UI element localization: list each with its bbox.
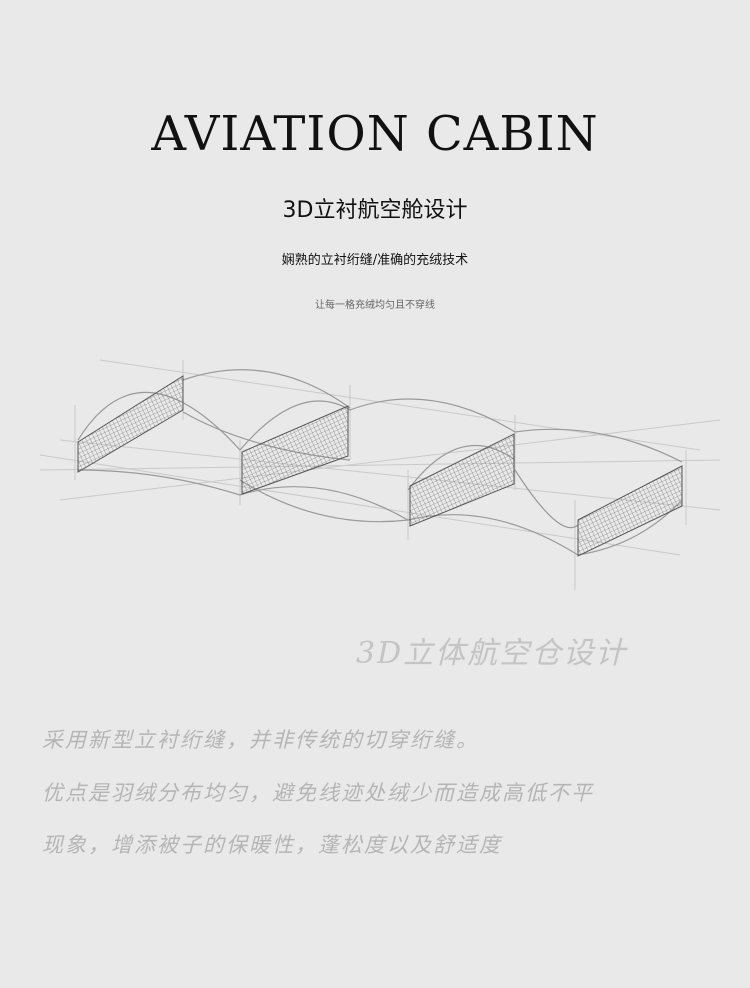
handwritten-title: 3D立体航空仓设计 [356,636,628,671]
page-subtitle: 3D立衬航空舱设计 [282,198,468,223]
construction-lines [39,359,721,590]
tagline: 娴熟的立衬绗缝/准确的充绒技术 [281,253,469,268]
cabin-sketch-illustration [39,359,721,590]
handwritten-line: 现象，增添被子的保暖性，蓬松度以及舒适度 [42,833,502,857]
note-text: 让每一格充绒均匀且不穿线 [315,300,435,311]
stitch-walls [77,375,683,557]
handwritten-line: 采用新型立衬绗缝，并非传统的切穿绗缝。 [42,728,479,752]
page-title: AVIATION CABIN [151,106,599,162]
handwritten-line: 优点是羽绒分布均匀，避免线迹处绒少而造成高低不平 [42,781,594,805]
